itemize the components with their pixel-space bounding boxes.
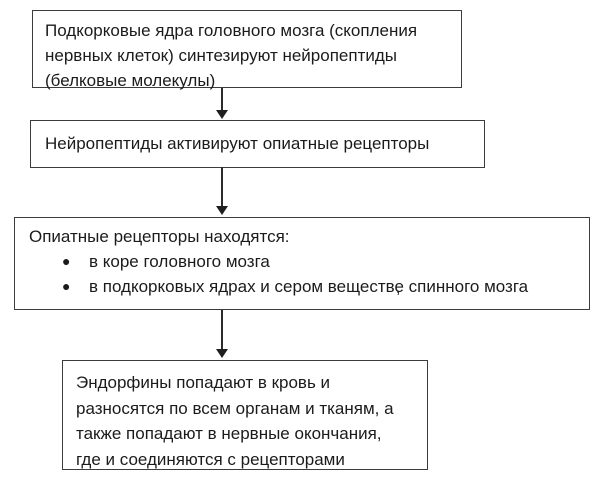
arrow-down-icon	[216, 349, 228, 358]
flow-box-heading: Опиатные рецепторы находятся:	[29, 227, 290, 246]
flow-box-text-line: разносятся по всем органам и тканям, а	[76, 398, 394, 418]
arrow-down-icon	[216, 110, 228, 119]
bullet-item-text: в коре головного мозга	[89, 252, 270, 271]
bullet-list-item: ● в коре головного мозга	[29, 249, 575, 274]
flow-box-text-line: Эндорфины попадают в кровь и	[76, 373, 331, 392]
flow-box-text-line: Нейропептиды активируют опиатные рецепто…	[45, 134, 430, 153]
flow-box-neuropeptide-synthesis: Подкорковые ядра головного мозга (скопле…	[32, 10, 462, 90]
flow-box-receptor-activation: Нейропептиды активируют опиатные рецепто…	[30, 120, 485, 168]
flow-box-endorphin-distribution: Эндорфины попадают в кровь и разносятся …	[62, 360, 428, 470]
bullet-icon: ●	[62, 278, 71, 294]
flow-box-text-line: Подкорковые ядра головного мозга (скопле…	[45, 21, 418, 40]
flow-box-receptor-locations: Опиатные рецепторы находятся: ● в коре г…	[14, 217, 590, 310]
flow-box-text-line: где и соединяются с рецепторами	[76, 449, 345, 469]
arrow-down-icon	[216, 206, 228, 215]
flow-arrow-1-stem	[221, 88, 223, 111]
stray-comma-mark: ,	[396, 280, 401, 297]
flow-box-text-line: (белковые молекулы)	[45, 71, 216, 90]
flow-arrow-3-stem	[221, 310, 223, 350]
bullet-icon: ●	[62, 253, 71, 269]
bullet-list-item: ● в подкорковых ядрах и сером веществе с…	[29, 274, 575, 299]
flow-box-text-line: также попадают в нервные окончания,	[76, 424, 382, 443]
flow-arrow-2-stem	[221, 167, 223, 207]
flow-box-text-line: нервных клеток) синтезируют нейропептиды	[45, 46, 398, 65]
bullet-item-text: в подкорковых ядрах и сером веществе спи…	[89, 277, 529, 296]
